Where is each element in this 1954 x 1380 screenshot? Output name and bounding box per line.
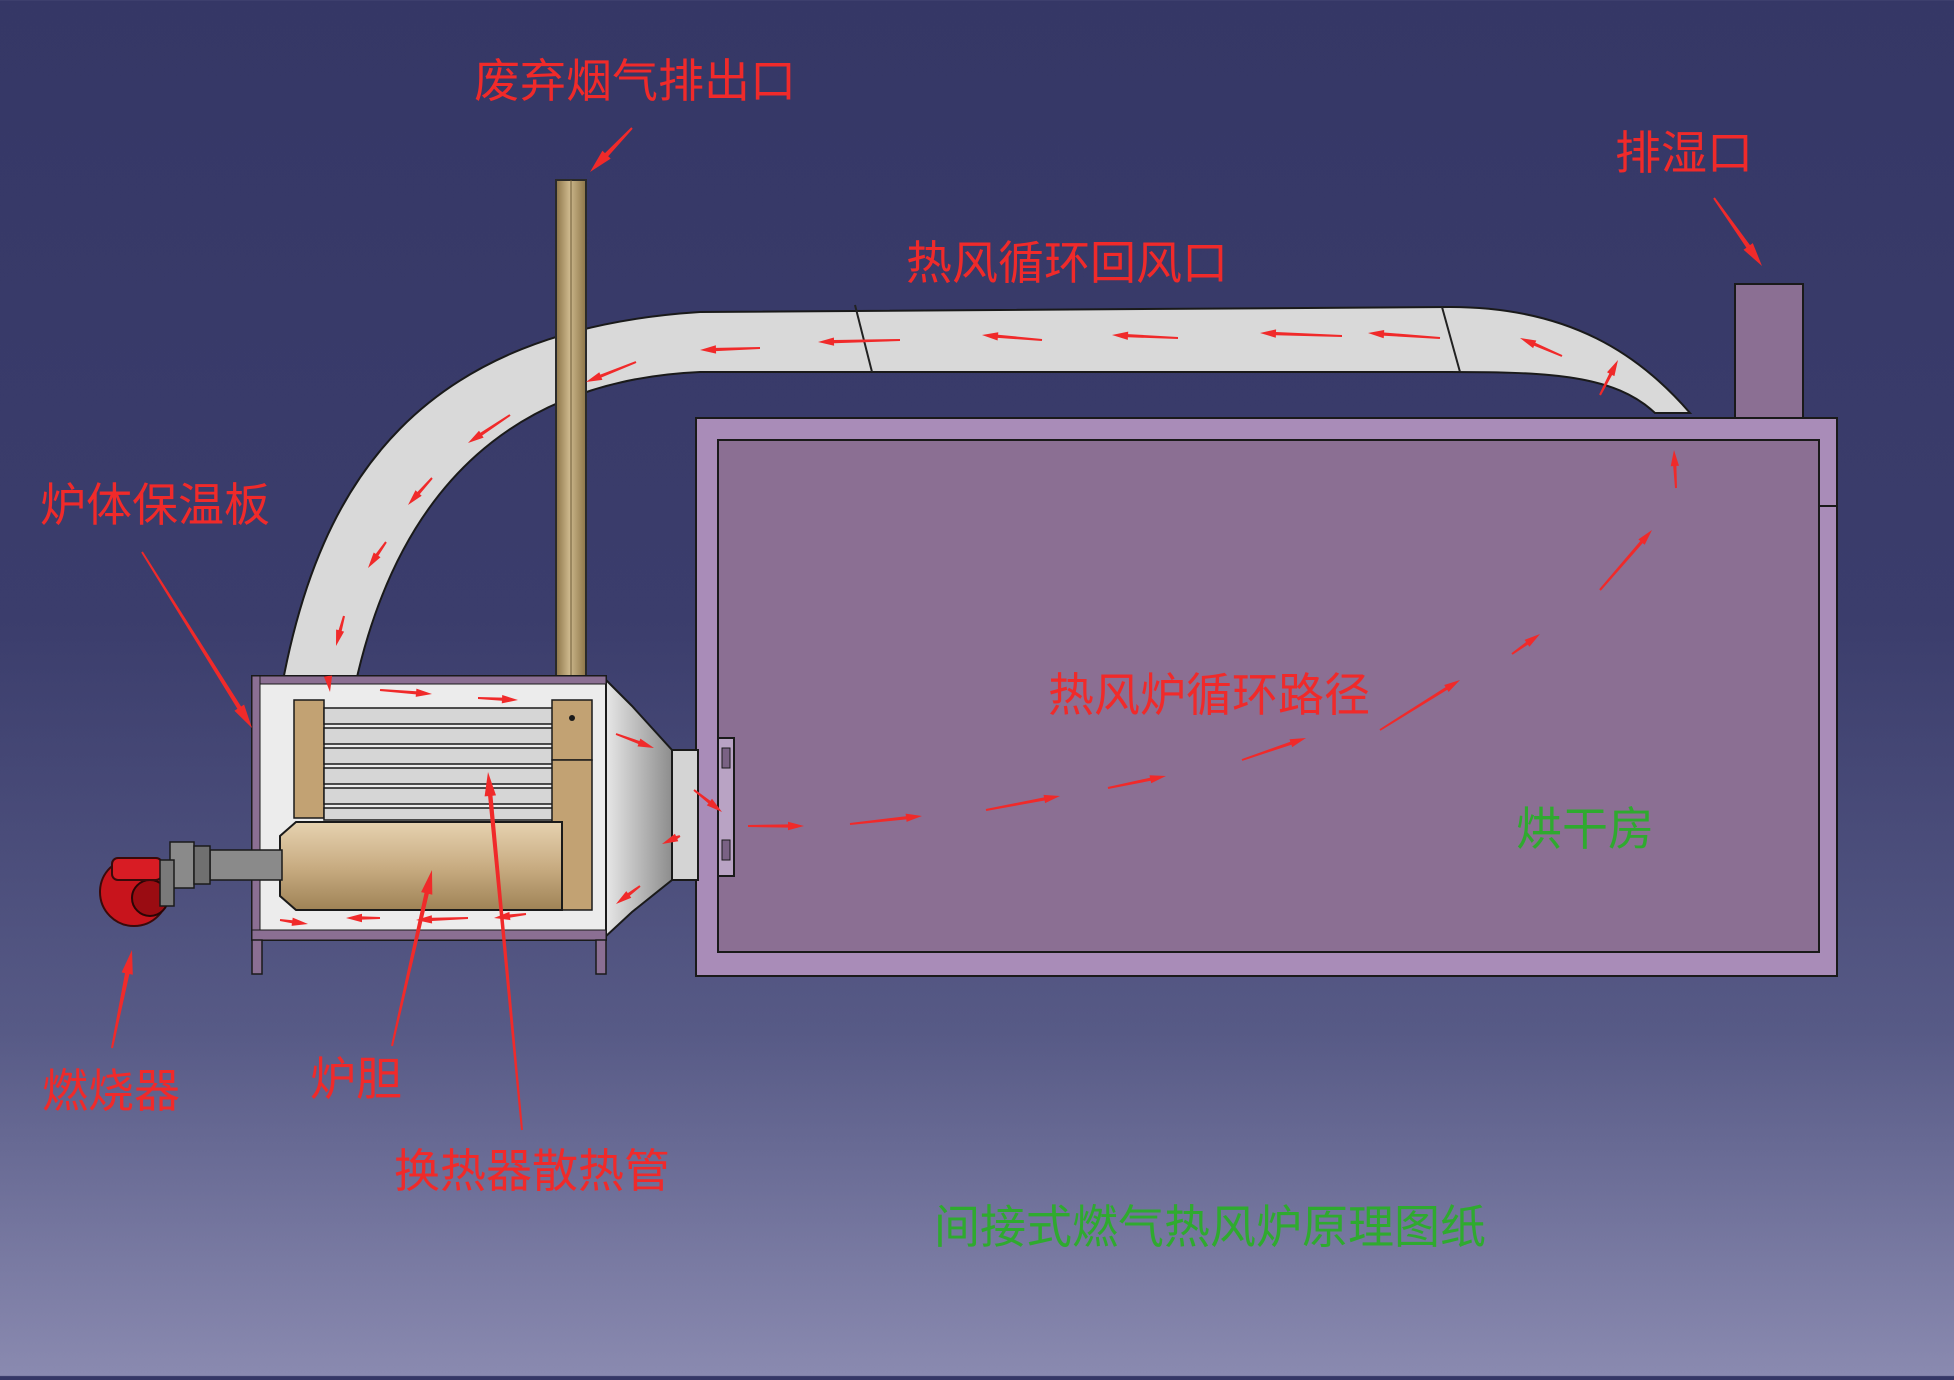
label-burner: 燃烧器 bbox=[42, 1064, 180, 1118]
red-flow-arrow-icon bbox=[416, 915, 468, 924]
exhaust-chimney bbox=[555, 179, 587, 681]
red-leader-arrow-icon bbox=[484, 772, 523, 1131]
red-flow-arrow-icon bbox=[982, 332, 1043, 341]
red-flow-arrow-icon bbox=[1670, 450, 1679, 489]
flow-arrows bbox=[279, 329, 1679, 926]
heat-exchanger-tubes bbox=[323, 707, 555, 821]
red-flow-arrow-icon bbox=[662, 833, 681, 844]
red-flow-arrow-icon bbox=[700, 345, 760, 354]
red-flow-arrow-icon bbox=[368, 541, 387, 568]
label-heat-exchanger-tubes: 换热器散热管 bbox=[394, 1144, 670, 1198]
red-flow-arrow-icon bbox=[616, 885, 641, 904]
label-circulation-path: 热风炉循环路径 bbox=[1048, 668, 1370, 722]
red-flow-arrow-icon bbox=[1112, 331, 1178, 340]
red-flow-arrow-icon bbox=[586, 361, 637, 382]
red-flow-arrow-icon bbox=[693, 789, 722, 812]
red-flow-arrow-icon bbox=[478, 695, 518, 704]
duct-body bbox=[280, 305, 1693, 687]
label-exhaust-outlet: 废弃烟气排出口 bbox=[474, 54, 796, 108]
furnace-leg bbox=[595, 939, 607, 975]
red-flow-arrow-icon bbox=[408, 477, 433, 505]
furnace-leg bbox=[251, 939, 263, 975]
red-flow-arrow-icon bbox=[379, 688, 432, 697]
red-flow-arrow-icon bbox=[1260, 329, 1342, 338]
red-flow-arrow-icon bbox=[494, 911, 527, 921]
return-air-duct bbox=[280, 304, 1693, 687]
label-drying-room: 烘干房 bbox=[1516, 802, 1654, 856]
red-flow-arrow-icon bbox=[468, 414, 511, 443]
red-flow-arrow-icon bbox=[279, 917, 308, 926]
burner bbox=[99, 857, 175, 927]
furnace-cone bbox=[603, 675, 673, 941]
duct-joint bbox=[1441, 306, 1461, 373]
label-dehumidify-outlet: 排湿口 bbox=[1615, 126, 1753, 180]
red-flow-arrow-icon bbox=[985, 794, 1060, 811]
red-flow-arrow-icon bbox=[336, 615, 345, 646]
label-furnace: 炉胆 bbox=[310, 1052, 402, 1106]
red-flow-arrow-icon bbox=[748, 821, 804, 831]
red-flow-arrow-icon bbox=[1599, 530, 1652, 591]
red-leader-arrow-icon bbox=[111, 950, 133, 1049]
red-leader-arrow-icon bbox=[590, 127, 633, 172]
red-flow-arrow-icon bbox=[1599, 360, 1618, 396]
red-flow-arrow-icon bbox=[849, 813, 922, 825]
furnace-chamber bbox=[279, 821, 563, 911]
red-flow-arrow-icon bbox=[1511, 634, 1540, 655]
red-flow-arrow-icon bbox=[818, 337, 900, 346]
red-flow-arrow-icon bbox=[615, 733, 654, 748]
red-flow-arrow-icon bbox=[1241, 738, 1306, 761]
dehumidify-stack bbox=[1734, 283, 1804, 421]
furnace-housing bbox=[169, 675, 673, 975]
duct-joint bbox=[854, 304, 873, 373]
red-flow-arrow-icon bbox=[346, 913, 380, 923]
red-leader-arrow-icon bbox=[1713, 197, 1762, 266]
red-flow-arrow-icon bbox=[1107, 775, 1166, 789]
red-flow-arrow-icon bbox=[1368, 330, 1441, 339]
label-insulation-board: 炉体保温板 bbox=[40, 478, 270, 532]
leader-arrows bbox=[111, 127, 1762, 1131]
diagram-title: 间接式燃气热风炉原理图纸 bbox=[934, 1200, 1486, 1254]
drying-room-inner bbox=[717, 439, 1820, 953]
label-return-air-inlet: 热风循环回风口 bbox=[906, 236, 1228, 290]
red-flow-arrow-icon bbox=[1379, 680, 1460, 731]
red-flow-arrow-icon bbox=[323, 675, 333, 692]
red-leader-arrow-icon bbox=[391, 870, 433, 1047]
drying-room bbox=[695, 417, 1838, 977]
red-leader-arrow-icon bbox=[141, 551, 252, 728]
red-flow-arrow-icon bbox=[1520, 338, 1563, 357]
